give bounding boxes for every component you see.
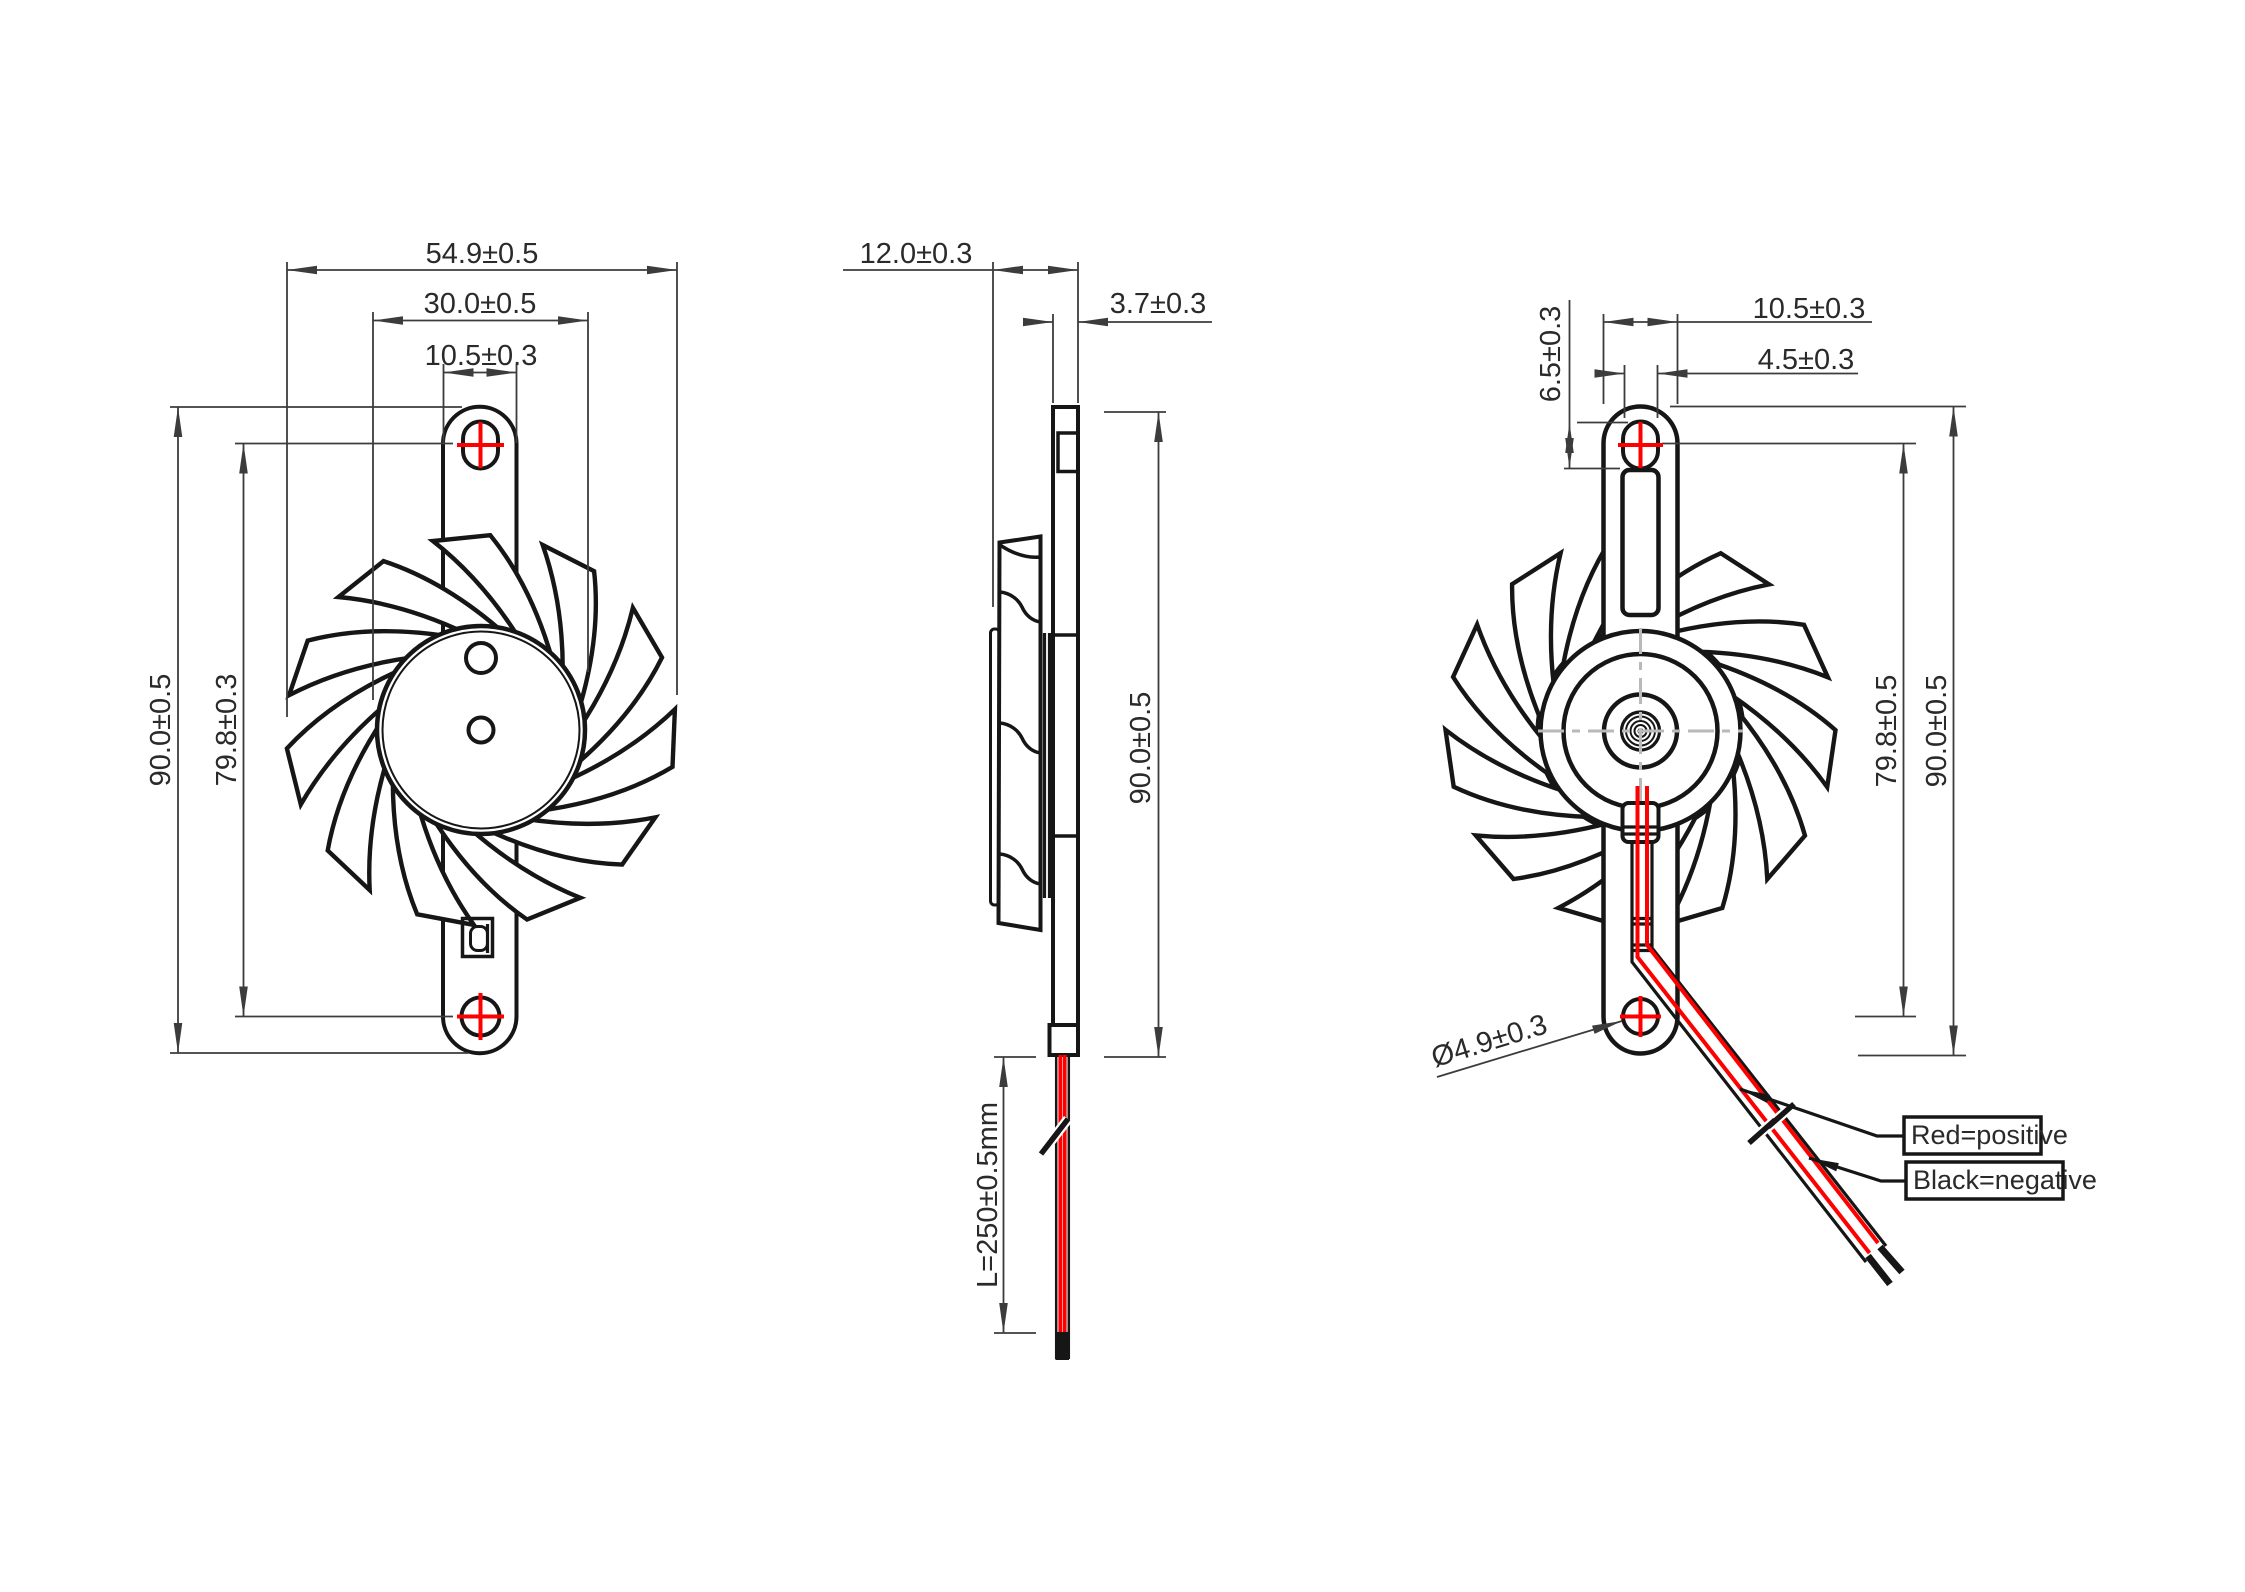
arrowhead <box>239 443 248 474</box>
arrowhead <box>486 368 517 377</box>
fan-blade <box>1442 535 1838 928</box>
arrowhead <box>1154 412 1163 442</box>
arrowhead <box>1565 438 1574 468</box>
hub-hole-upper <box>464 641 498 675</box>
arrowhead <box>1592 1021 1622 1034</box>
dim-hole-pitch-rear: 79.8±0.5 <box>1871 675 1903 788</box>
dimension-texts: 54.9±0.5 30.0±0.5 10.5±0.3 90.0±0.5 79.8… <box>145 238 2097 1288</box>
hub-hole-center <box>466 715 496 745</box>
arrowhead <box>999 1057 1008 1087</box>
wire-label-red: Red=positive <box>1902 1115 2068 1156</box>
crosshair-front-top <box>457 422 504 468</box>
plate-joint-lines <box>1053 633 1078 838</box>
arrowhead <box>1949 1025 1958 1056</box>
dim-overall-height-rear: 90.0±0.5 <box>1921 675 1953 788</box>
dim-bracket-width-rear: 10.5±0.3 <box>1753 293 1866 325</box>
arrowhead <box>1899 443 1908 474</box>
rotor-disc-edge <box>1042 633 1052 898</box>
bottom-block-side <box>1047 1023 1080 1057</box>
wire-break-mark <box>1038 1117 1071 1156</box>
fan-blade-set <box>284 532 678 929</box>
dim-bracket-width-front: 10.5±0.3 <box>425 340 538 372</box>
arrowhead <box>1740 1089 1770 1103</box>
red-wire-2 <box>1645 786 1880 1245</box>
slot-notch-side <box>1056 431 1080 474</box>
dim-slot-width: 4.5±0.3 <box>1758 344 1855 376</box>
arrowhead <box>1647 317 1678 327</box>
hole-crosshairs <box>457 422 1663 1040</box>
fan-blade <box>284 532 678 929</box>
arrowhead <box>173 407 183 437</box>
arrowhead <box>1078 317 1108 327</box>
dim-blade-diameter: 54.9±0.5 <box>426 238 539 270</box>
dim-lead-length: L=250±0.5mm <box>972 1102 1004 1288</box>
dim-slot-length: 6.5±0.3 <box>1535 306 1567 403</box>
wire-clamp-block <box>1620 801 1661 844</box>
dimension-lines <box>170 262 1966 1334</box>
diameter-leader-line <box>1436 1020 1623 1078</box>
arrowhead <box>287 265 317 275</box>
bracket-plate-side <box>1051 405 1080 1057</box>
black-label-text: Black=negative <box>1913 1165 2097 1195</box>
arrowhead <box>993 265 1023 275</box>
arrowhead <box>239 986 248 1017</box>
dim-overall-depth: 12.0±0.3 <box>860 238 973 270</box>
wire-break-mark-rear <box>1747 1101 1796 1146</box>
red-label-box <box>1902 1115 2043 1156</box>
dim-frame-thickness: 3.7±0.3 <box>1110 288 1207 320</box>
black-label-box <box>1904 1160 2065 1201</box>
side-view <box>989 405 1080 1360</box>
hub-circle <box>374 623 588 837</box>
arrowhead <box>1949 406 1958 437</box>
arrowhead <box>373 316 403 325</box>
crosshair-rear-top <box>1618 422 1663 468</box>
arrowhead <box>1809 1158 1839 1172</box>
wire-tip <box>1055 1332 1069 1360</box>
red-wire <box>1635 786 1872 1255</box>
arrowhead <box>647 265 677 275</box>
rear-view <box>1442 404 1905 1287</box>
arrowhead <box>1594 369 1625 378</box>
hub-inner-ring <box>381 630 581 830</box>
lead-wire-rear <box>1620 786 1905 1287</box>
arrowhead <box>999 1303 1008 1333</box>
wire-channel-edges <box>1630 842 1888 1263</box>
arrowhead <box>1657 369 1688 378</box>
arrowhead <box>1603 317 1634 327</box>
dim-overall-height-side: 90.0±0.5 <box>1125 692 1157 805</box>
dim-hole-pitch-front: 79.8±0.3 <box>211 674 243 787</box>
arrowhead <box>558 316 588 325</box>
wire-bare-tips <box>1865 1244 1905 1287</box>
fan-blade-set-rear <box>1442 535 1838 928</box>
lead-wire-side <box>1037 1055 1072 1360</box>
red-label-text: Red=positive <box>1911 1120 2068 1150</box>
wire-clip-detail <box>460 916 495 959</box>
bracket-window-cutout <box>1620 467 1661 618</box>
dim-overall-height-front: 90.0±0.5 <box>145 674 177 787</box>
arrowhead <box>1023 317 1053 327</box>
arrowhead <box>173 1023 183 1053</box>
front-view <box>284 404 678 1056</box>
arrowhead <box>443 368 474 377</box>
arrowhead <box>1048 265 1078 275</box>
blade-edge-curves <box>999 543 1041 886</box>
arrowhead <box>1154 1027 1163 1057</box>
dim-hole-diameter: Ø4.9±0.3 <box>1428 1009 1551 1074</box>
red-label-leader <box>1739 1087 1904 1138</box>
dimension-arrowheads <box>173 265 1958 1333</box>
wire-label-black: Black=negative <box>1904 1160 2097 1201</box>
crosshair-rear-bottom <box>1620 996 1661 1037</box>
dim-hub-diameter: 30.0±0.5 <box>424 288 537 320</box>
arrowhead <box>1899 986 1908 1017</box>
crosshair-front-bottom <box>457 993 504 1040</box>
